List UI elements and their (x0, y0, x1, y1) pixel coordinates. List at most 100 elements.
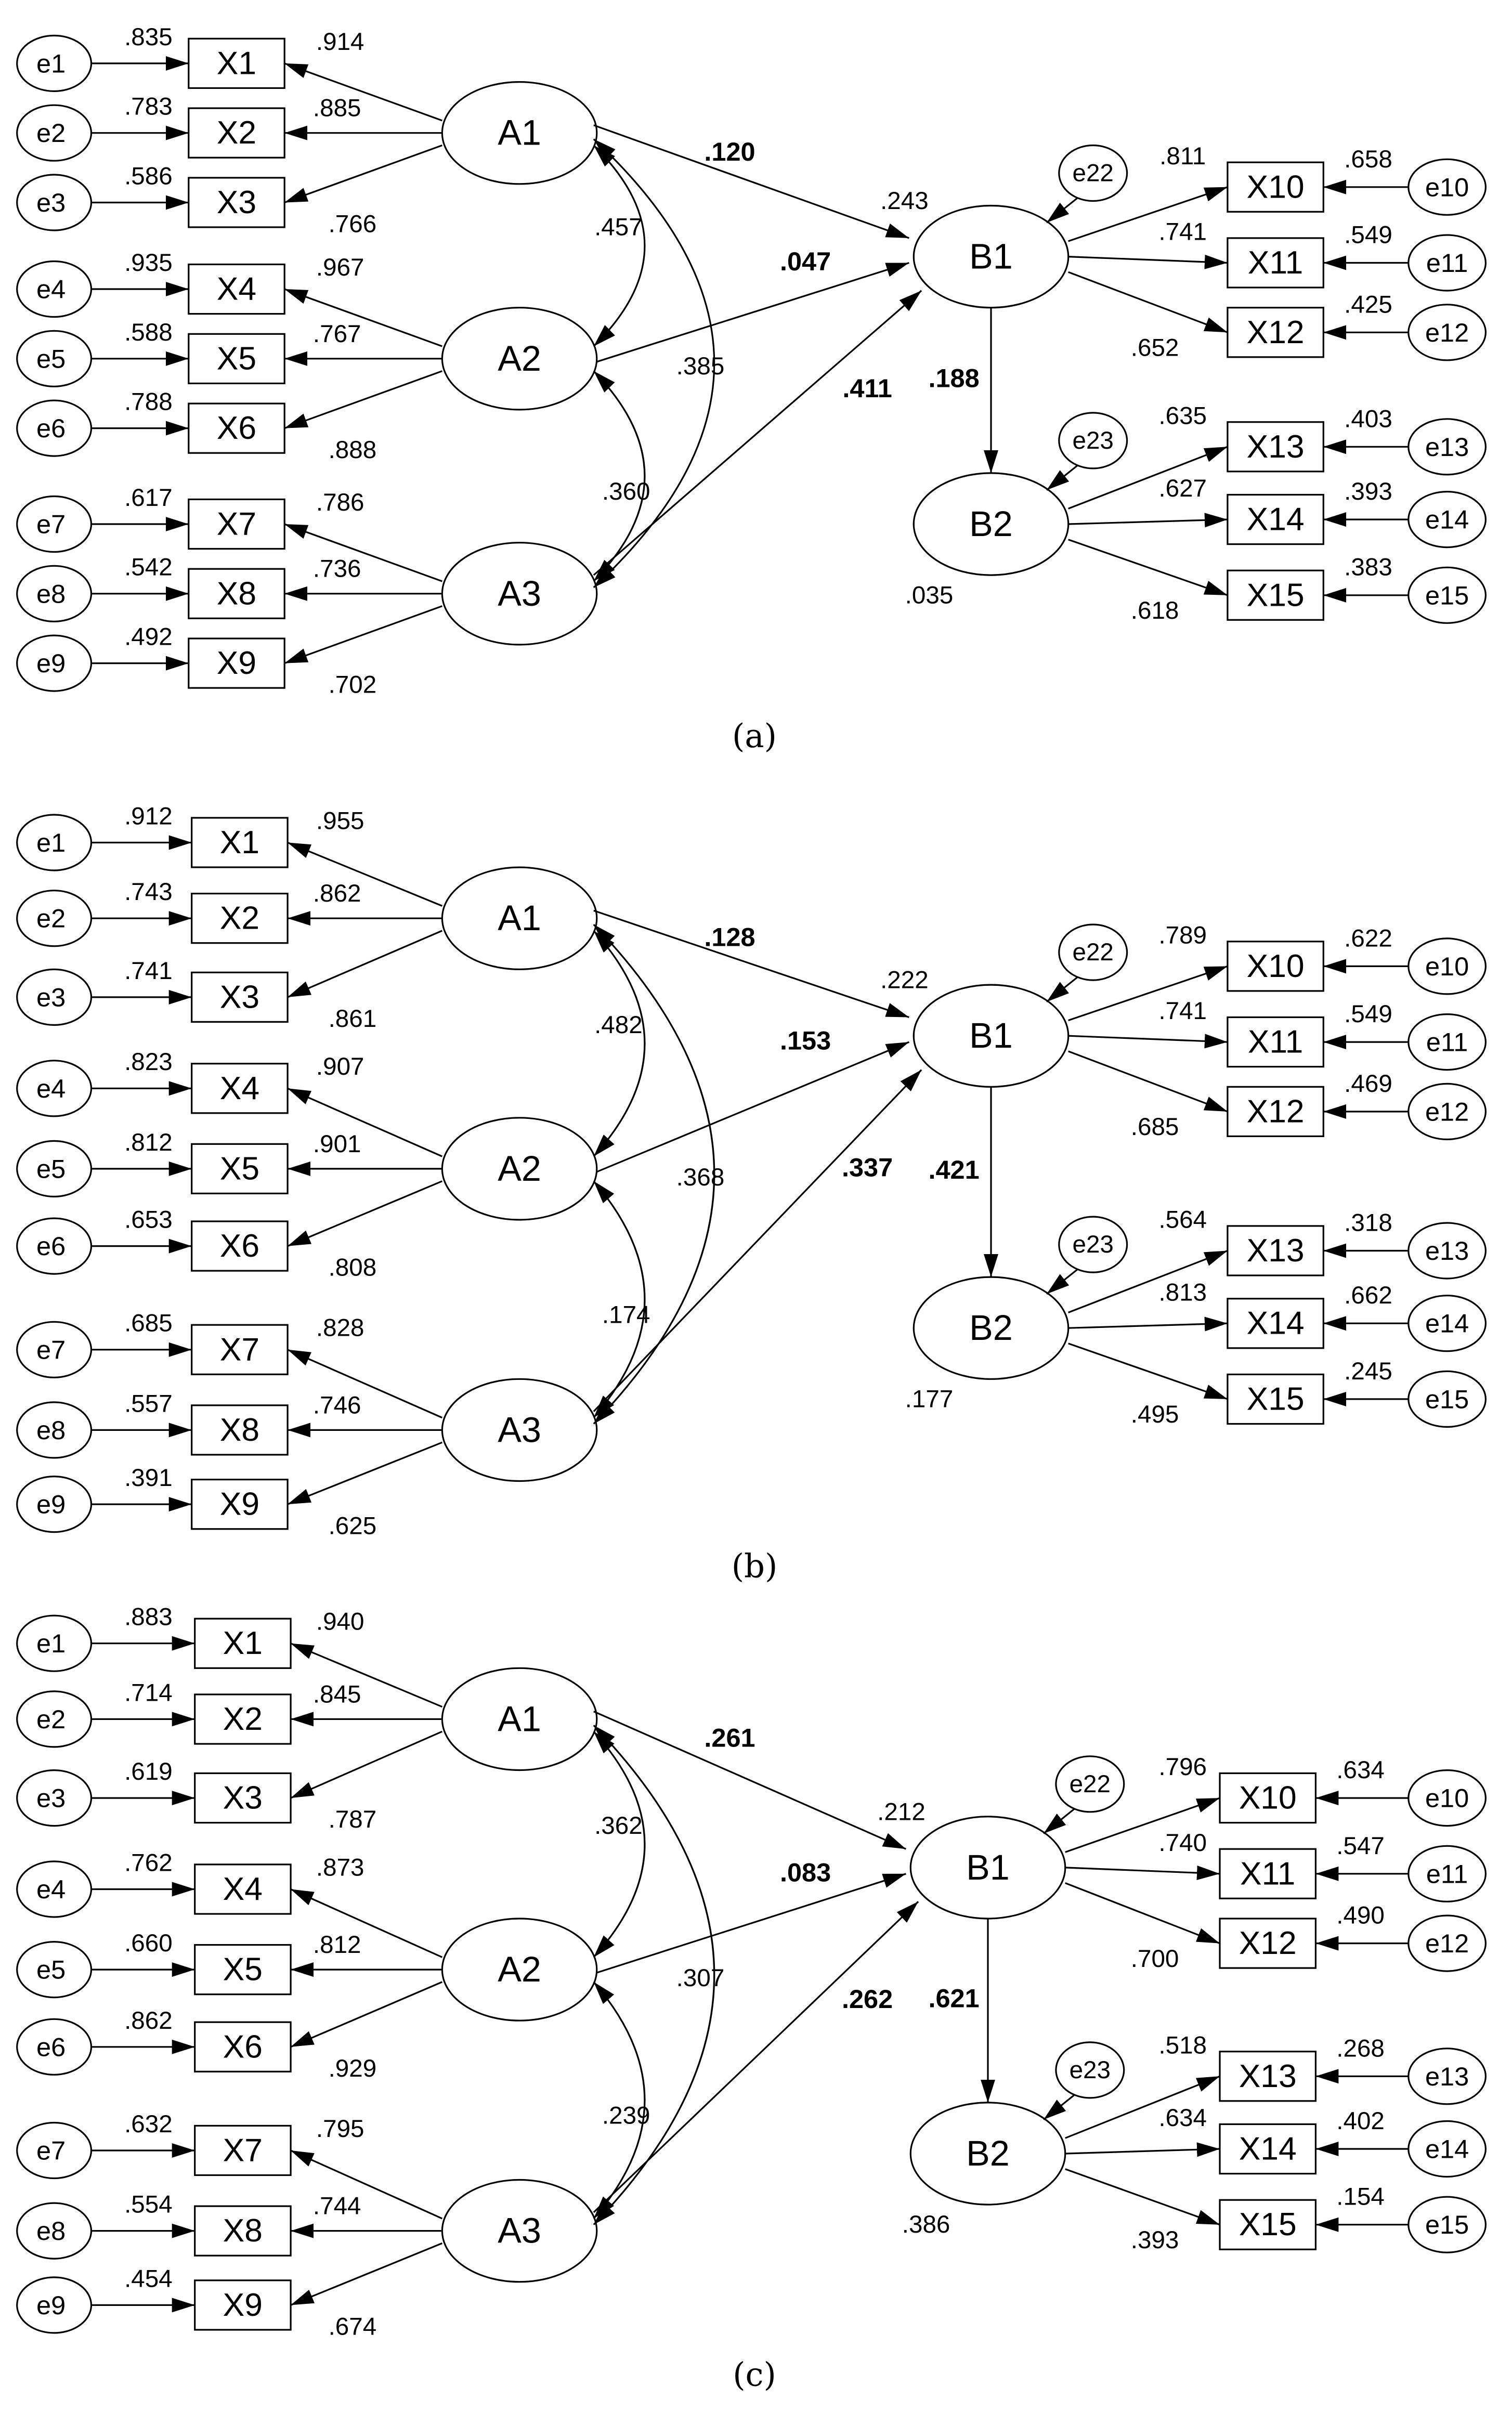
r2-value-B2: .177 (905, 1385, 954, 1413)
loading-value-X4: .967 (316, 254, 364, 281)
out-error-label-e12: e12 (1425, 1097, 1469, 1126)
out-error-weight-e15: .383 (1344, 554, 1392, 581)
out-error-weight-e12: .490 (1336, 1902, 1385, 1929)
out-loading-value-X14: .813 (1158, 1279, 1207, 1306)
r2-value-B1: .212 (877, 1798, 926, 1826)
item-label-X3: X3 (223, 1780, 263, 1816)
loading-value-X6: .929 (329, 2055, 377, 2082)
disturbance-ellipse-e23 (1055, 2041, 1125, 2099)
loading-arrow-A2-X4 (284, 288, 442, 347)
error-label-e1: e1 (36, 1628, 66, 1658)
out-item-label-X11: X11 (1248, 1024, 1303, 1060)
error-weight-e3: .586 (124, 163, 173, 190)
loading-value-X7: .786 (316, 489, 364, 516)
out-error-label-e11: e11 (1426, 248, 1468, 278)
latent-label-A1: A1 (498, 113, 541, 153)
corr-value-A2A3: .174 (602, 1301, 650, 1328)
item-label-X5: X5 (220, 1151, 259, 1187)
error-label-e8: e8 (36, 1415, 66, 1445)
loading-value-X3: .861 (329, 1005, 377, 1033)
outcome-label-B2: B2 (969, 504, 1013, 544)
out-item-box-X14 (1219, 2123, 1317, 2175)
out-loading-value-X10: .796 (1158, 1753, 1207, 1781)
out-item-box-X10 (1227, 941, 1324, 992)
out-item-label-X10: X10 (1239, 1780, 1297, 1816)
item-box-X3 (194, 1772, 292, 1824)
loading-value-X8: .746 (313, 1391, 361, 1419)
out-error-label-e14: e14 (1425, 2134, 1469, 2164)
item-box-X9 (188, 637, 285, 689)
out-item-label-X14: X14 (1247, 1306, 1305, 1341)
disturbance-arrow-e23 (1046, 464, 1078, 491)
loading-value-X9: .625 (329, 1512, 377, 1540)
out-loading-arrow-X10 (1068, 965, 1228, 1022)
out-loading-arrow-X13 (1068, 1250, 1228, 1313)
out-loading-value-X11: .741 (1158, 218, 1207, 246)
loading-value-X1: .914 (316, 28, 364, 56)
corr-curve-A2-A3 (593, 370, 646, 582)
error-weight-e5: .588 (124, 319, 173, 346)
item-label-X3: X3 (217, 185, 256, 220)
loading-value-X9: .674 (329, 2313, 377, 2341)
item-label-X6: X6 (220, 1228, 259, 1264)
item-box-X2 (188, 107, 285, 159)
out-loading-value-X14: .627 (1158, 475, 1207, 502)
loading-value-X5: .812 (313, 1931, 361, 1959)
loading-arrow-A1-X3 (287, 930, 443, 998)
error-weight-e9: .454 (124, 2265, 173, 2292)
loading-arrow-A3-X9 (287, 1441, 442, 1505)
out-error-weight-e14: .662 (1344, 1282, 1392, 1309)
out-loading-value-X12: .652 (1131, 334, 1179, 362)
item-label-X1: X1 (220, 825, 259, 861)
error-label-e1: e1 (36, 828, 66, 857)
error-weight-e8: .542 (124, 554, 173, 581)
loading-arrow-A1-X1 (284, 62, 442, 122)
path-arrow-A3-B1 (593, 1901, 919, 2213)
out-item-box-X15 (1227, 569, 1324, 621)
item-label-X7: X7 (223, 2133, 263, 2169)
disturbance-arrow-e22 (1046, 197, 1078, 224)
item-label-X8: X8 (223, 2213, 263, 2249)
out-loading-value-X13: .564 (1158, 1206, 1207, 1234)
out-item-label-X10: X10 (1247, 169, 1305, 205)
out-item-label-X14: X14 (1247, 502, 1305, 538)
out-loading-arrow-X15 (1065, 2168, 1220, 2226)
error-label-e5: e5 (36, 344, 66, 373)
disturbance-ellipse-e23 (1058, 1216, 1128, 1273)
latent-ellipse-A3 (441, 1378, 598, 1482)
out-item-label-X15: X15 (1247, 1381, 1305, 1417)
loading-value-X3: .787 (329, 1806, 377, 1833)
out-error-label-e15: e15 (1425, 580, 1469, 610)
out-item-label-X12: X12 (1247, 1093, 1305, 1129)
item-label-X1: X1 (223, 1625, 263, 1661)
error-weight-e1: .835 (124, 23, 173, 51)
out-loading-value-X12: .685 (1131, 1113, 1179, 1141)
loading-value-X8: .744 (313, 2193, 361, 2220)
loading-value-X2: .862 (313, 880, 361, 907)
path-value-A2B1: .047 (780, 246, 831, 276)
error-weight-e2: .743 (124, 878, 173, 906)
error-weight-e7: .632 (124, 2110, 173, 2138)
item-label-X4: X4 (220, 1071, 259, 1106)
out-error-weight-e12: .425 (1344, 291, 1392, 318)
error-weight-e4: .823 (124, 1048, 173, 1076)
out-error-label-e10: e10 (1425, 172, 1469, 202)
item-box-X7 (194, 2124, 292, 2176)
out-error-label-e14: e14 (1425, 1309, 1469, 1338)
out-loading-arrow-X14 (1065, 2142, 1220, 2157)
sem-panel-b: e1.912X1e2.743X2e3.741X3e4.823X4e5.812X5… (16, 803, 1487, 1585)
corr-curve-A2-A3 (593, 1981, 646, 2219)
out-error-label-e11: e11 (1426, 1859, 1468, 1888)
out-loading-arrow-X11 (1068, 1034, 1228, 1049)
latent-label-A1: A1 (498, 898, 541, 938)
corr-curve-A1-A2 (593, 1731, 646, 1958)
disturbance-label-e22: e22 (1072, 938, 1113, 966)
disturbance-ellipse-e22 (1058, 923, 1128, 981)
error-label-e7: e7 (36, 1335, 66, 1364)
item-label-X7: X7 (220, 1332, 259, 1367)
error-label-e5: e5 (36, 1955, 66, 1985)
loading-arrow-A3-X9 (284, 605, 442, 664)
item-label-X4: X4 (223, 1871, 263, 1907)
out-loading-arrow-X10 (1068, 186, 1228, 242)
loading-value-X9: .702 (329, 671, 377, 699)
